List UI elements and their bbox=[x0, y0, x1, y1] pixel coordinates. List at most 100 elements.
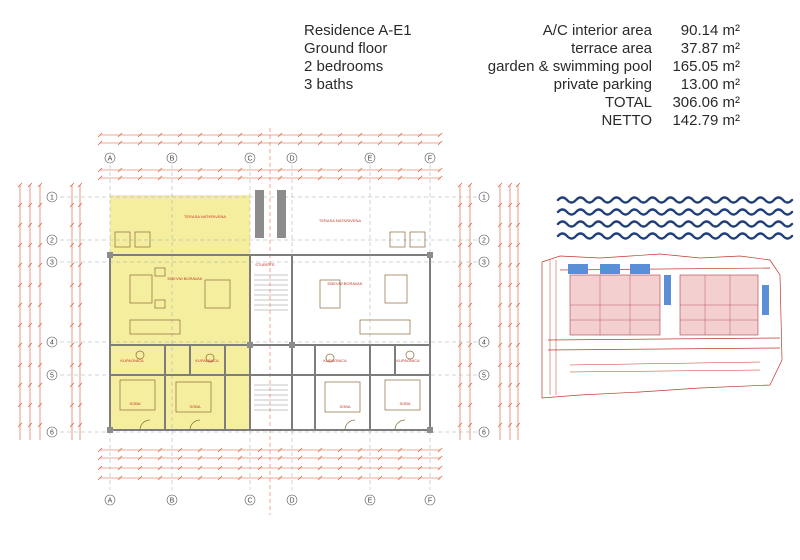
dimension-tick bbox=[467, 222, 473, 228]
dimension-tick bbox=[467, 302, 473, 308]
dimension-tick bbox=[77, 282, 83, 288]
area-value: 165.05 m² bbox=[672, 58, 740, 75]
axis-letter: A bbox=[108, 156, 113, 163]
dimension-tick bbox=[515, 422, 521, 428]
dimension-tick bbox=[337, 167, 343, 173]
dimension-tick bbox=[515, 182, 521, 188]
dimension-tick bbox=[27, 222, 33, 228]
dimension-tick bbox=[157, 175, 163, 181]
dimension-tick bbox=[69, 242, 75, 248]
dimension-tick bbox=[457, 302, 463, 308]
dimension-tick bbox=[457, 382, 463, 388]
dimension-tick bbox=[497, 362, 503, 368]
dimension-tick bbox=[277, 167, 283, 173]
room-label: KUPAONICA bbox=[323, 358, 347, 363]
dimension-tick bbox=[317, 475, 323, 481]
axis-marker-4 bbox=[46, 336, 490, 348]
axis-letter: E bbox=[368, 498, 373, 505]
room-label: SOBA bbox=[189, 404, 200, 409]
room-label: TERASA NATKRIVENA bbox=[319, 218, 361, 223]
dimension-tick bbox=[77, 362, 83, 368]
dimension-tick bbox=[197, 447, 203, 453]
dimension-tick bbox=[69, 422, 75, 428]
dimension-tick bbox=[237, 175, 243, 181]
dimension-tick bbox=[117, 455, 123, 461]
dimension-tick bbox=[397, 465, 403, 471]
room-label: KUPAONICA bbox=[195, 358, 219, 363]
dimension-tick bbox=[217, 167, 223, 173]
dimension-tick bbox=[297, 140, 303, 146]
dimension-tick bbox=[137, 455, 143, 461]
wave-line bbox=[556, 208, 794, 216]
area-value: 90.14 m² bbox=[680, 22, 740, 39]
dimension-tick bbox=[237, 465, 243, 471]
dimension-tick bbox=[37, 282, 43, 288]
dimension-ticks bbox=[17, 132, 521, 481]
dimension-tick bbox=[507, 422, 513, 428]
swimming-pools bbox=[568, 264, 769, 315]
dimension-tick bbox=[197, 132, 203, 138]
dimension-tick bbox=[377, 132, 383, 138]
dimension-tick bbox=[507, 362, 513, 368]
dimension-tick bbox=[257, 132, 263, 138]
dimension-tick bbox=[77, 422, 83, 428]
dimension-tick bbox=[237, 475, 243, 481]
dimension-tick bbox=[457, 202, 463, 208]
dimension-tick bbox=[217, 447, 223, 453]
dimension-tick bbox=[77, 402, 83, 408]
dimension-tick bbox=[117, 475, 123, 481]
dimension-tick bbox=[357, 465, 363, 471]
dimension-tick bbox=[277, 465, 283, 471]
axis-number: 3 bbox=[482, 260, 486, 267]
dimension-tick bbox=[77, 222, 83, 228]
dimension-tick bbox=[69, 402, 75, 408]
dimension-tick bbox=[337, 465, 343, 471]
dimension-tick bbox=[37, 402, 43, 408]
dimension-tick bbox=[97, 132, 103, 138]
dimension-tick bbox=[397, 447, 403, 453]
axis-marker-a bbox=[104, 152, 116, 506]
dimension-tick bbox=[17, 222, 23, 228]
dimension-tick bbox=[437, 132, 443, 138]
dimension-tick bbox=[317, 175, 323, 181]
dimension-tick bbox=[69, 182, 75, 188]
dimension-tick bbox=[77, 302, 83, 308]
dimension-tick bbox=[69, 302, 75, 308]
area-label: garden & swimming pool bbox=[487, 58, 652, 75]
dimension-tick bbox=[77, 202, 83, 208]
dimension-tick bbox=[37, 302, 43, 308]
axis-number: 2 bbox=[482, 238, 486, 245]
dimension-tick bbox=[157, 140, 163, 146]
dimension-tick bbox=[77, 342, 83, 348]
dimension-tick bbox=[507, 202, 513, 208]
axis-letter: D bbox=[289, 498, 294, 505]
dimension-tick bbox=[507, 242, 513, 248]
dimension-tick bbox=[337, 175, 343, 181]
dimension-tick bbox=[37, 362, 43, 368]
axis-letter: C bbox=[247, 498, 252, 505]
dimension-tick bbox=[277, 175, 283, 181]
dimension-tick bbox=[497, 222, 503, 228]
dimension-tick bbox=[177, 475, 183, 481]
dimension-tick bbox=[37, 382, 43, 388]
dimension-tick bbox=[457, 282, 463, 288]
dimension-tick bbox=[397, 132, 403, 138]
dimension-tick bbox=[497, 182, 503, 188]
dimension-tick bbox=[515, 402, 521, 408]
dimension-tick bbox=[257, 167, 263, 173]
dimension-tick bbox=[257, 465, 263, 471]
dimension-tick bbox=[27, 362, 33, 368]
dimension-tick bbox=[437, 465, 443, 471]
dimension-tick bbox=[417, 465, 423, 471]
dimension-tick bbox=[497, 422, 503, 428]
dimension-tick bbox=[457, 342, 463, 348]
dimension-tick bbox=[17, 402, 23, 408]
dimension-tick bbox=[69, 362, 75, 368]
site-outline bbox=[541, 253, 783, 399]
axis-letter: D bbox=[289, 156, 294, 163]
dimension-tick bbox=[117, 140, 123, 146]
dimension-tick bbox=[37, 262, 43, 268]
axis-marker-3 bbox=[46, 256, 490, 268]
dimension-tick bbox=[417, 447, 423, 453]
